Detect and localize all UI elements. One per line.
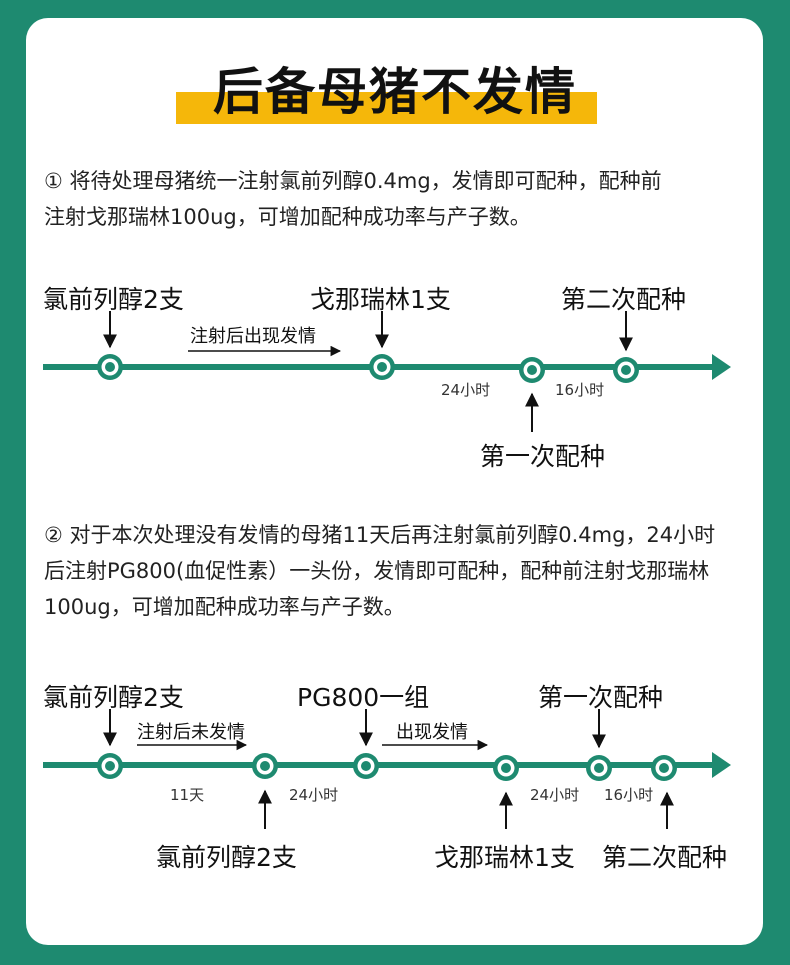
t2-label-pg800: PG800一组: [297, 683, 430, 712]
t1-label-between: 注射后出现发情: [190, 326, 316, 347]
t2-label-injection-bottom: 氯前列醇2支: [156, 843, 297, 872]
t1-interval-1: 24小时: [441, 381, 491, 399]
t2-interval-2: 24小时: [289, 786, 339, 804]
timeline-node: [252, 753, 278, 779]
timeline-node: [369, 354, 395, 380]
t1-label-gonadorelin: 戈那瑞林1支: [310, 285, 451, 314]
page-title: 后备母猪不发情: [213, 63, 577, 121]
timeline-node: [519, 357, 545, 383]
t2-label-injection: 氯前列醇2支: [43, 683, 184, 712]
t2-label-gonadorelin: 戈那瑞林1支: [434, 843, 575, 872]
timeline-node: [353, 753, 379, 779]
section1-paragraph: ① 将待处理母猪统一注射氯前列醇0.4mg，发情即可配种，配种前 注射戈那瑞林1…: [44, 163, 754, 235]
timeline-2: [43, 709, 731, 829]
timeline-node: [97, 354, 123, 380]
t1-label-first-mating: 第一次配种: [480, 442, 606, 471]
timeline-node: [493, 755, 519, 781]
t1-label-second-mating: 第二次配种: [561, 285, 687, 314]
timeline-1: [43, 311, 731, 432]
section2-paragraph-line: 100ug，可增加配种成功率与产子数。: [44, 595, 405, 619]
timeline-node: [586, 755, 612, 781]
t2-label-between-2: 出现发情: [396, 722, 468, 743]
section2-paragraph-line: ② 对于本次处理没有发情的母猪11天后再注射氯前列醇0.4mg，24小时: [44, 523, 716, 547]
t1-label-injection: 氯前列醇2支: [43, 285, 184, 314]
section1-paragraph-line: ① 将待处理母猪统一注射氯前列醇0.4mg，发情即可配种，配种前: [44, 169, 662, 193]
section2-paragraph-line: 后注射PG800(血促性素）一头份，发情即可配种，配种前注射戈那瑞林: [44, 559, 710, 583]
timeline-node: [613, 357, 639, 383]
section2-paragraph: ② 对于本次处理没有发情的母猪11天后再注射氯前列醇0.4mg，24小时 后注射…: [44, 517, 754, 625]
content-card: [26, 18, 763, 945]
timeline-node: [97, 753, 123, 779]
t2-label-first-mating: 第一次配种: [538, 683, 664, 712]
t2-interval-3: 24小时: [530, 786, 580, 804]
timeline-node: [651, 755, 677, 781]
timeline-1-arrowhead: [712, 354, 731, 380]
t1-interval-2: 16小时: [555, 381, 605, 399]
timeline-2-axis: [43, 762, 715, 768]
t2-interval-1: 11天: [170, 786, 205, 804]
t2-label-second-mating: 第二次配种: [602, 843, 728, 872]
timeline-2-arrowhead: [712, 752, 731, 778]
t2-interval-4: 16小时: [604, 786, 654, 804]
t2-label-between-1: 注射后未发情: [137, 722, 245, 743]
title-highlight-bar: [176, 92, 597, 124]
section1-paragraph-line: 注射戈那瑞林100ug，可增加配种成功率与产子数。: [44, 205, 531, 229]
